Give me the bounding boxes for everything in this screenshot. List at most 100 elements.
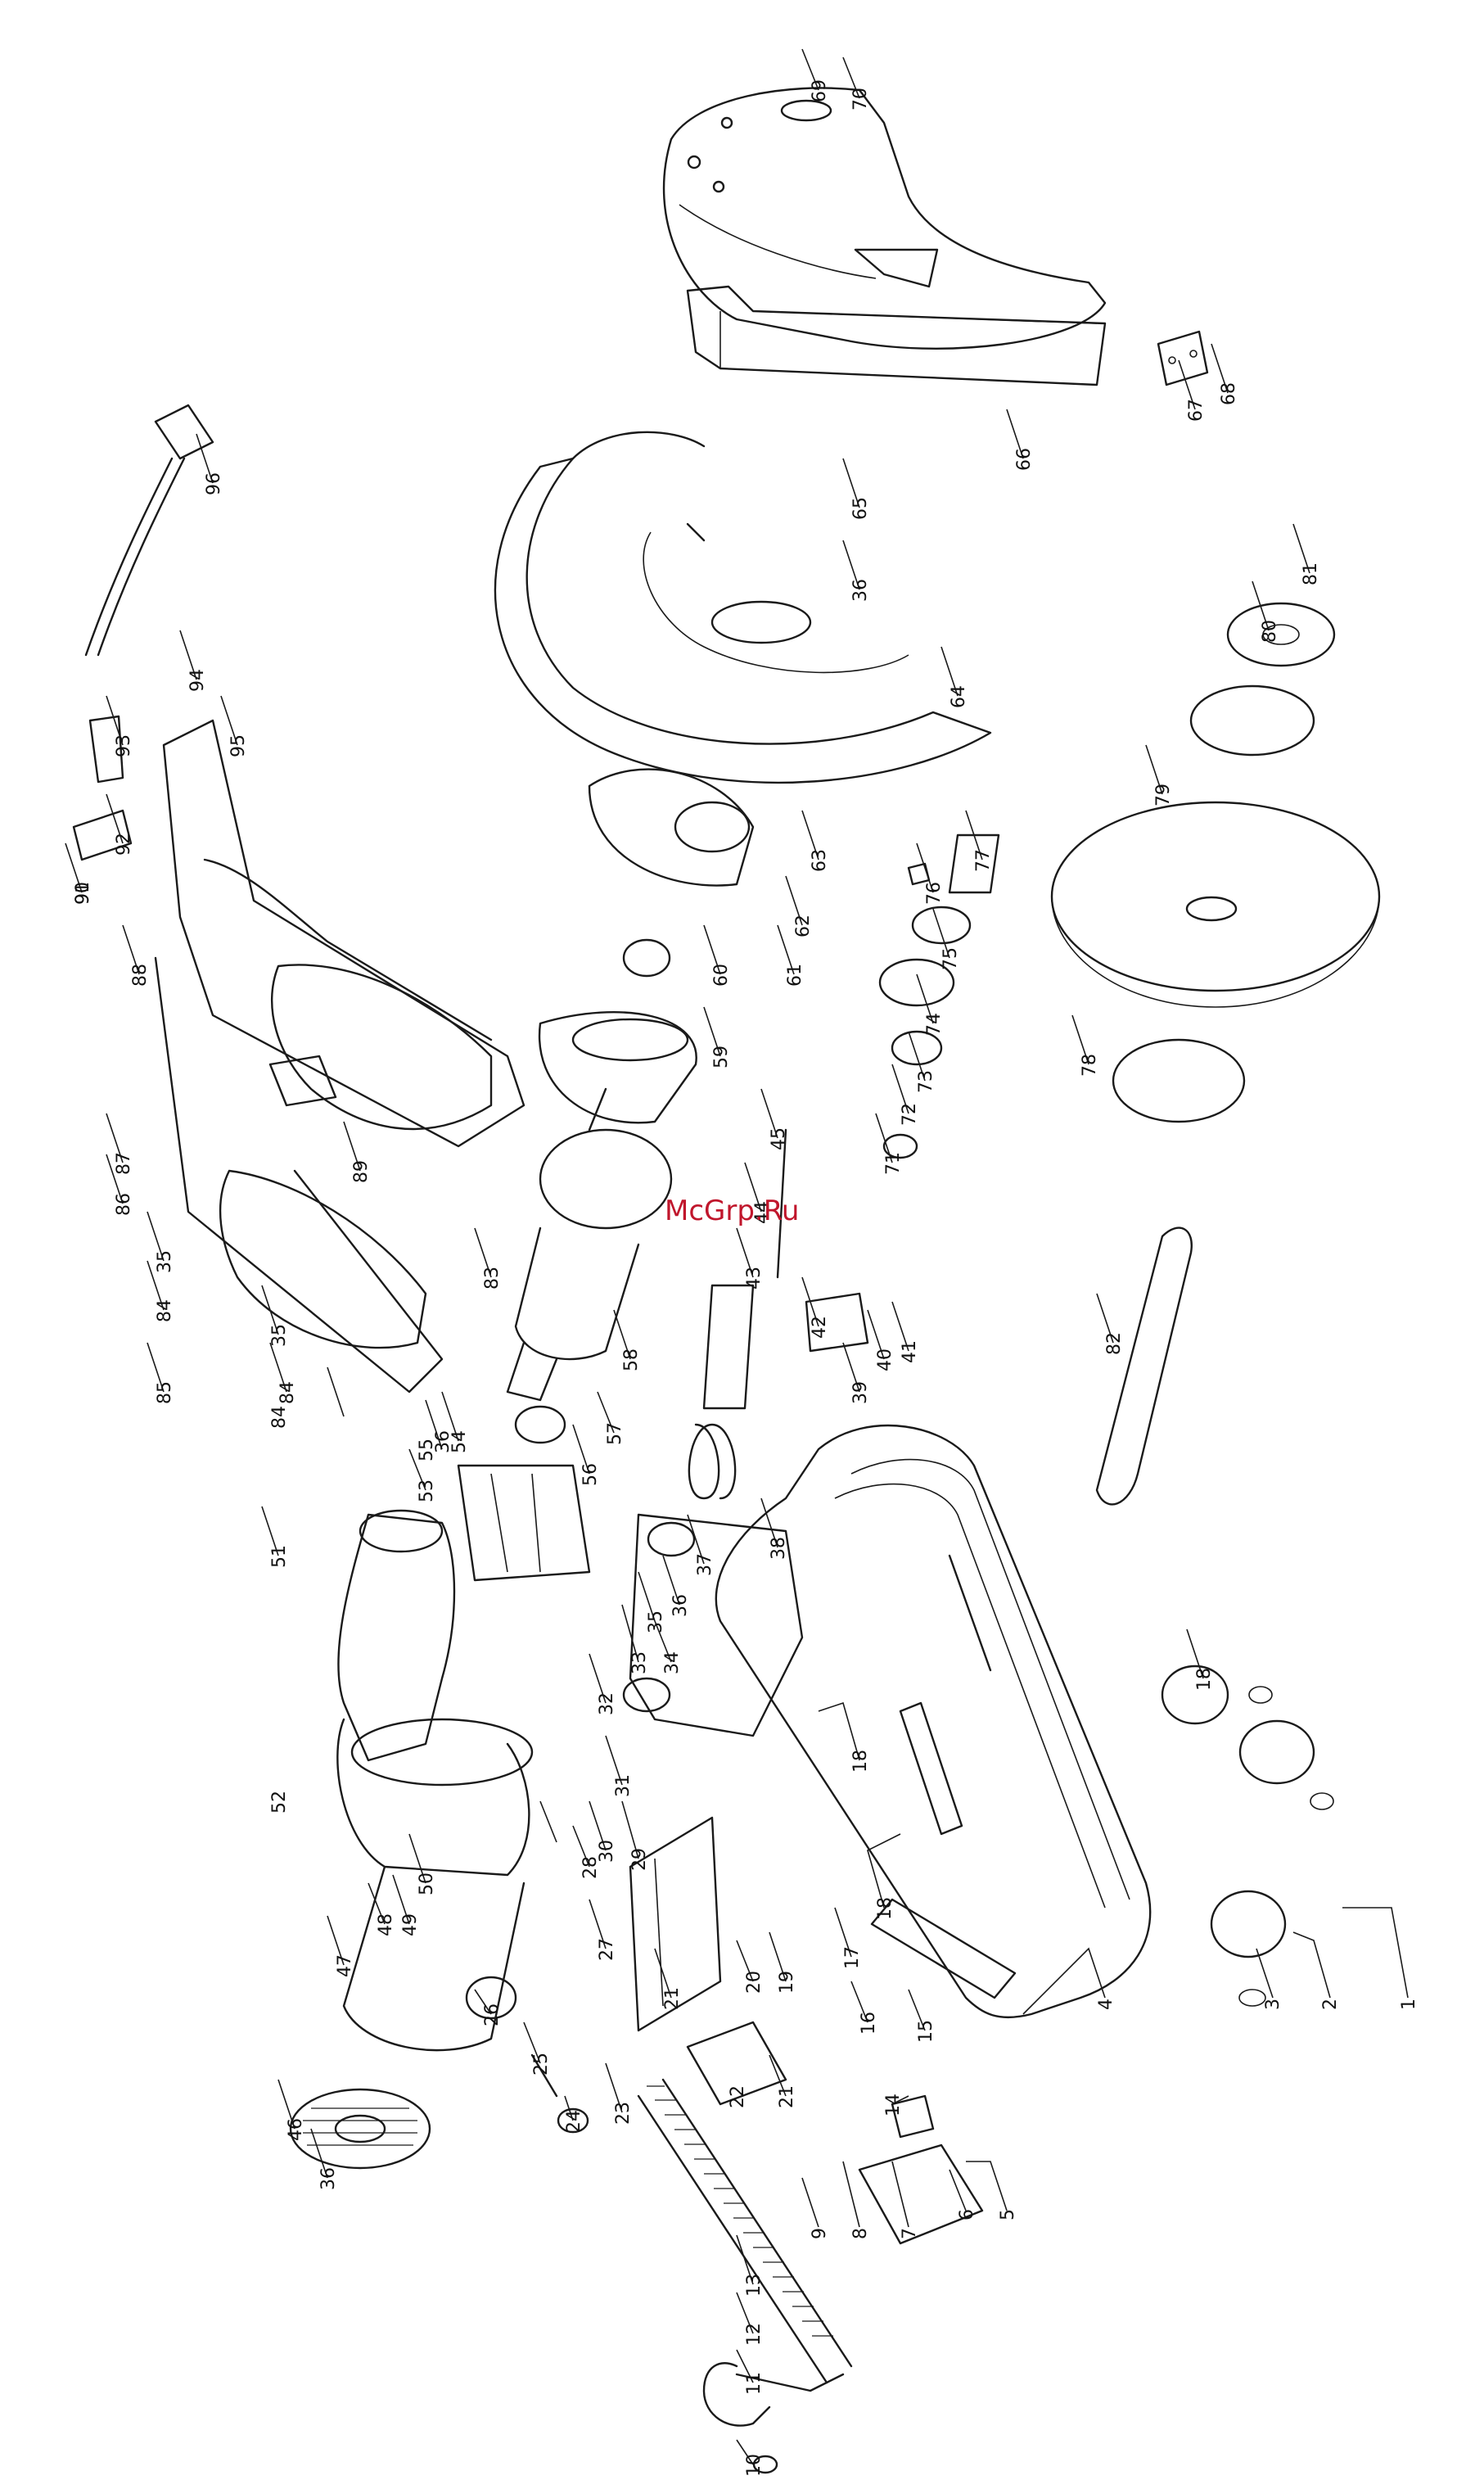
callout-87: 87 (114, 1152, 134, 1175)
top-cover-plate (662, 87, 1107, 350)
callout-18: 18 (1194, 1668, 1215, 1691)
callout-36: 36 (670, 1594, 691, 1617)
callout-67: 67 (1186, 399, 1207, 422)
spring-25 (530, 2053, 558, 2098)
callout-83: 83 (482, 1267, 503, 1290)
parts-drawing (72, 87, 1381, 2474)
callout-80: 80 (1260, 620, 1280, 643)
callout-35: 35 (155, 1250, 175, 1273)
crank-handle (702, 2362, 845, 2474)
callout-44: 44 (752, 1201, 773, 1224)
callout-77: 77 (973, 849, 994, 872)
pivot-bracket-38 (622, 1513, 804, 1737)
callout-15: 15 (916, 2020, 936, 2043)
callout-92: 92 (114, 833, 134, 856)
callout-1: 1 (1399, 1999, 1419, 2010)
callout-50: 50 (417, 1872, 437, 1895)
callout-64: 64 (949, 685, 969, 708)
callout-79: 79 (1153, 784, 1174, 806)
callout-82: 82 (1104, 1332, 1125, 1355)
callout-90: 90 (73, 882, 93, 905)
callout-29: 29 (629, 1848, 650, 1871)
callout-72: 72 (900, 1103, 920, 1126)
callout-20: 20 (744, 1971, 765, 1994)
callout-19: 19 (777, 1971, 797, 1994)
motor-end-cup (588, 768, 755, 887)
callout-94: 94 (187, 669, 208, 692)
outer-washer (1189, 684, 1315, 757)
flange-78 (1112, 1038, 1246, 1123)
wrench-82 (1095, 1226, 1193, 1506)
callout-84: 84 (269, 1406, 290, 1429)
callout-51: 51 (269, 1545, 290, 1568)
callout-33: 33 (629, 1651, 650, 1674)
callout-2: 2 (1320, 1999, 1341, 2010)
callout-4: 4 (1096, 1999, 1116, 2010)
leader-lines (65, 48, 1409, 2465)
callout-7: 7 (900, 2228, 920, 2239)
callout-25: 25 (531, 2053, 552, 2076)
handle-frame-90 (154, 719, 525, 1394)
spring-42 (688, 1423, 737, 1500)
callout-61: 61 (785, 964, 805, 987)
stator-56 (457, 1464, 591, 1582)
callout-41: 41 (900, 1340, 920, 1363)
switch-89 (268, 1055, 337, 1107)
callout-17: 17 (842, 1946, 863, 1969)
callout-6: 6 (957, 2209, 977, 2220)
callout-16: 16 (859, 2012, 879, 2035)
key-76 (907, 862, 931, 886)
gear-73 (891, 1030, 943, 1066)
callout-10: 10 (744, 2454, 765, 2477)
callout-95: 95 (228, 734, 249, 757)
callout-43: 43 (744, 1267, 765, 1290)
callout-24: 24 (564, 2110, 584, 2133)
callout-74: 74 (924, 1013, 945, 1036)
callout-11: 11 (744, 2372, 765, 2395)
callout-45: 45 (769, 1127, 789, 1150)
rubber-feet (1161, 1665, 1334, 2007)
callout-39: 39 (850, 1381, 871, 1404)
base-4 (715, 1424, 1152, 2019)
callout-40: 40 (875, 1348, 895, 1371)
callout-32: 32 (597, 1692, 617, 1715)
bushing-26 (465, 1976, 517, 2020)
callout-58: 58 (621, 1348, 642, 1371)
callout-36: 36 (318, 2167, 339, 2190)
callout-57: 57 (605, 1422, 625, 1445)
callout-35: 35 (269, 1324, 290, 1347)
callout-60: 60 (711, 964, 732, 987)
callout-66: 66 (1014, 448, 1035, 471)
callout-36: 36 (433, 1430, 453, 1453)
callout-81: 81 (1301, 562, 1321, 585)
callout-76: 76 (924, 882, 945, 905)
upper-guard-box (686, 285, 1107, 386)
callout-62: 62 (793, 915, 814, 937)
callout-14: 14 (883, 2094, 904, 2116)
callout-numbers: 1234567891011121314151617181818192021212… (73, 79, 1419, 2477)
callout-69: 69 (810, 79, 830, 102)
callout-9: 9 (810, 2228, 830, 2239)
callout-36: 36 (850, 579, 871, 602)
power-cord-96 (84, 404, 214, 657)
callout-42: 42 (810, 1316, 830, 1339)
callout-93: 93 (114, 734, 134, 757)
callout-13: 13 (744, 2274, 765, 2297)
callout-26: 26 (482, 2003, 503, 2026)
cord-clamp-92 (72, 809, 133, 861)
fence-27 (629, 1816, 722, 2032)
bolt-45 (776, 1128, 787, 1279)
callout-48: 48 (376, 1913, 396, 1936)
callout-68: 68 (1219, 382, 1239, 405)
bearing-57 (514, 1405, 566, 1444)
watermark-text: McGrp.Ru (665, 1195, 799, 1227)
callout-84: 84 (155, 1299, 175, 1322)
callout-59: 59 (711, 1046, 732, 1068)
gear-74 (878, 958, 955, 1007)
lower-blade-guard (494, 431, 992, 784)
callout-27: 27 (597, 1938, 617, 1961)
callout-22: 22 (728, 2085, 748, 2108)
callout-5: 5 (998, 2209, 1018, 2220)
cutting-wheel-79 (1050, 801, 1381, 1008)
callout-23: 23 (613, 2102, 634, 2125)
